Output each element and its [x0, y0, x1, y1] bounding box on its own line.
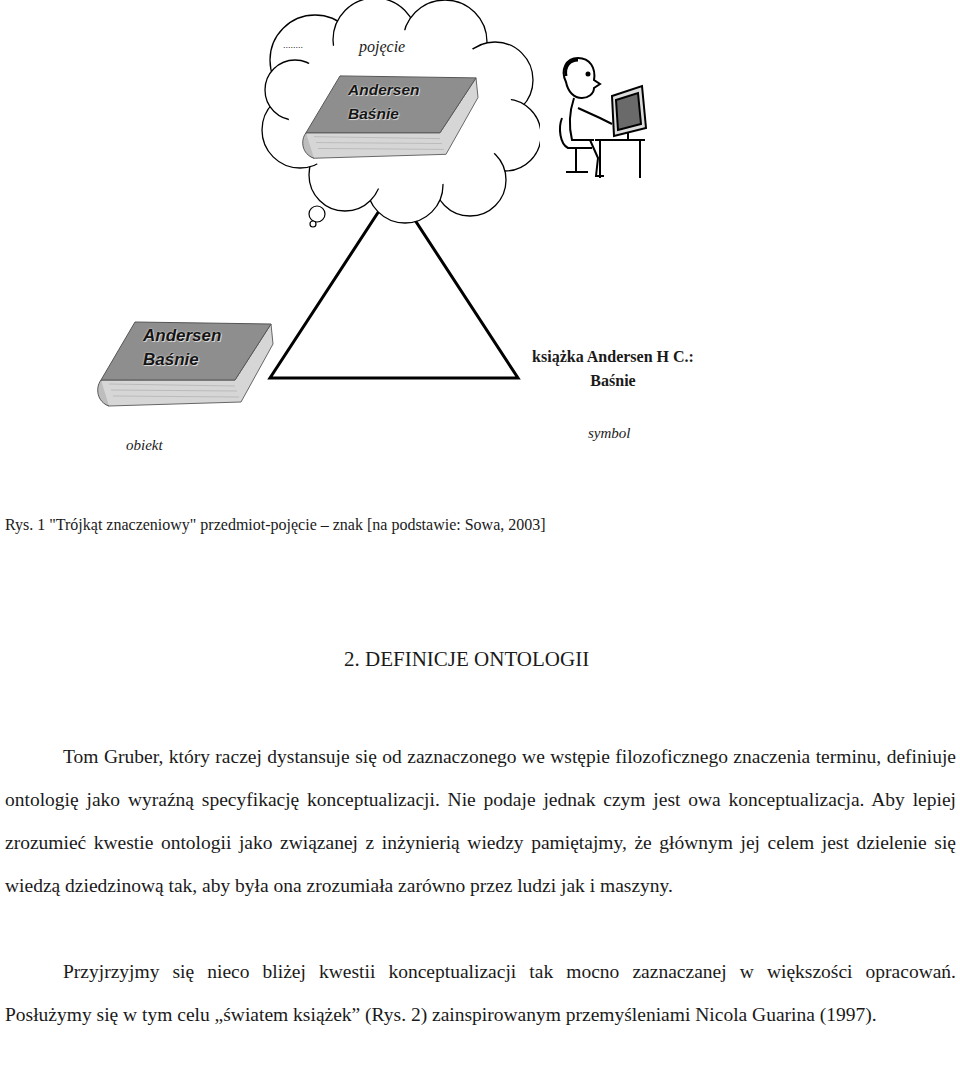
concept-label: pojęcie [359, 38, 405, 56]
symbol-text: książka Andersen H C.: Baśnie [530, 345, 696, 393]
vertex-label: symbol [588, 425, 631, 442]
book-title: Andersen Baśnie [143, 324, 239, 372]
figure-caption: Rys. 1 "Trójkąt znaczeniowy" przedmiot-p… [5, 516, 546, 534]
vertex-label: obiekt [126, 437, 163, 454]
book-title: Andersen Baśnie [348, 78, 444, 126]
concept-cloud: ........ pojęcieAndersen Baśnie [255, 0, 540, 228]
book-in-cloud: Andersen Baśnie [300, 72, 480, 170]
dots-text: ........ [283, 40, 303, 50]
body-paragraph: Przyjrzyjmy się nieco bliżej kwestii kon… [5, 950, 956, 1036]
person-at-computer [560, 58, 646, 178]
book-object: Andersen Baśnie [95, 318, 275, 418]
section-heading: 2. DEFINICJE ONTOLOGII [344, 647, 589, 672]
body-paragraph: Tom Gruber, który raczej dystansuje się … [5, 735, 956, 907]
